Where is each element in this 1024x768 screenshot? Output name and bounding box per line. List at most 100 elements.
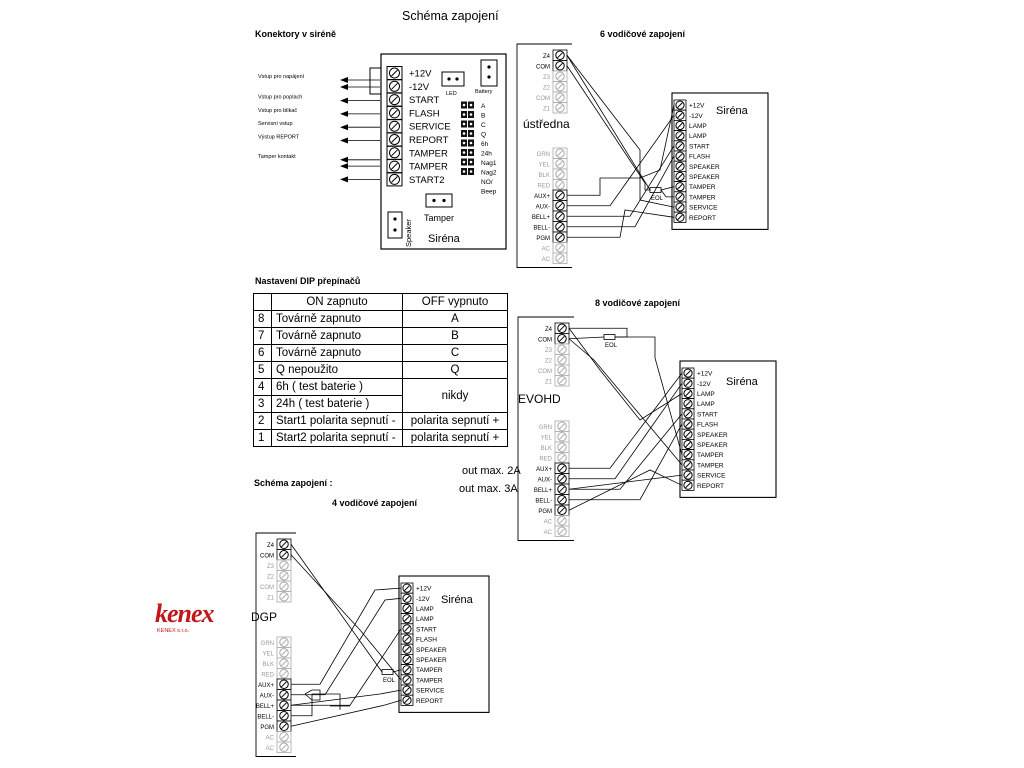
eight_wire-panel-label: AC	[544, 519, 553, 525]
screw-slot	[281, 551, 287, 558]
input-label: Vstup pro napájení	[258, 74, 305, 80]
screw-slot	[685, 431, 691, 438]
eight_wire-panel-label: BELL-	[535, 498, 552, 504]
screw-slot	[559, 356, 565, 363]
dip-code-label: A	[481, 103, 486, 110]
dip-row-off: A	[402, 310, 508, 328]
input-arrow	[340, 110, 348, 117]
four_wire-panel-label: AC	[266, 735, 275, 741]
screw-slot	[404, 646, 410, 653]
four_wire-eol-resistor	[381, 669, 394, 675]
screw-slot	[685, 400, 691, 407]
screw-slot	[685, 472, 691, 478]
screw-slot	[677, 183, 683, 190]
screw-slot	[404, 656, 410, 663]
eight-wire-aux-plus-wire	[569, 372, 683, 469]
screw-slot	[281, 660, 287, 667]
board-terminal-label: START2	[409, 175, 445, 186]
eight_wire-siren-terminal-label: +12V	[697, 371, 713, 378]
screw-slot	[677, 112, 683, 119]
six-wire-bell-plus-wire	[567, 145, 675, 217]
eight_wire-panel-label: BELL+	[534, 488, 553, 494]
eight-wire-aux-minus-wire	[569, 383, 683, 480]
six_wire-panel-label: AC	[542, 246, 551, 252]
eight_wire-siren-terminal-label: REPORT	[697, 483, 724, 490]
board-terminal-label: START	[409, 95, 439, 106]
six_wire-siren-terminal-label: LAMP	[689, 123, 707, 130]
screw-slot	[557, 223, 563, 230]
tamper-pin	[432, 198, 436, 203]
four_wire-siren-terminal-label: SERVICE	[416, 688, 445, 695]
led-connector	[441, 71, 465, 87]
six_wire-siren-terminal-label: TAMPER	[689, 184, 716, 191]
board-terminal-label: TAMPER	[409, 148, 448, 159]
dip-row-off: nikdy	[402, 378, 508, 413]
dip-code-label: Nag2	[481, 170, 497, 177]
tamper-connector	[425, 193, 453, 208]
siren-board-outline	[380, 53, 507, 250]
screw-slot	[404, 666, 410, 673]
input-arrow	[340, 163, 348, 170]
dip-code-label: Nag1	[481, 160, 497, 167]
screw-slot	[685, 441, 691, 448]
eight-wire-bell-minus-wire	[569, 423, 683, 501]
dip-row-on: Továrně zapnuto	[271, 327, 403, 345]
six-wire-tamper-wire	[660, 186, 675, 191]
screw-slot	[557, 83, 563, 90]
screw-slot	[404, 615, 410, 622]
screw-slot	[677, 153, 683, 159]
six_wire-panel-label: BLK	[539, 173, 550, 179]
screw-slot	[391, 136, 398, 143]
four_wire-siren-terminal-label: START	[416, 626, 437, 633]
screw-slot	[557, 52, 563, 59]
four_wire-siren-terminal-label: +12V	[416, 586, 432, 593]
dip-row-number: 2	[253, 412, 272, 430]
six-wire-heading: 6 vodičové zapojení	[600, 29, 686, 39]
screw-slot	[685, 482, 691, 489]
screw-slot	[391, 69, 398, 77]
screw-slot	[404, 677, 410, 683]
four_wire-panel-label: RED	[261, 672, 274, 678]
screw-slot	[557, 150, 563, 157]
screw-slot	[677, 163, 683, 170]
screw-slot	[391, 82, 398, 90]
dip-code-label: 24h	[481, 151, 492, 158]
input-arrow	[340, 176, 348, 183]
screw-slot	[677, 102, 683, 108]
input-arrow	[340, 84, 348, 90]
eight_wire-panel-label: COM	[538, 337, 552, 343]
four-wire-report-wire	[290, 699, 402, 727]
screw-slot	[559, 454, 565, 461]
screw-slot	[281, 562, 287, 569]
eight_wire-eol-resistor	[603, 334, 616, 340]
dip-header-off: OFF vypnuto	[402, 293, 508, 311]
board-terminal-label: +12V	[409, 69, 432, 80]
dip-row-number: 3	[253, 395, 272, 413]
input-arrow	[340, 137, 348, 144]
battery-pin	[487, 65, 491, 69]
eight-wire-lamp-wire	[568, 328, 683, 421]
input-arrow	[340, 97, 348, 104]
screw-slot	[685, 370, 691, 376]
dip-code-label: B	[481, 113, 485, 120]
dip-pin	[469, 113, 473, 116]
dip-pin	[469, 160, 473, 164]
six_wire-siren-terminal-label: LAMP	[689, 133, 707, 140]
dip-row-on: Továrně zapnuto	[271, 310, 403, 328]
screw-slot	[677, 204, 683, 210]
dip-header-row: ON zapnuto OFF vypnuto	[253, 293, 508, 311]
screw-slot	[281, 691, 287, 698]
dip-pin	[462, 103, 466, 107]
eight_wire-panel-label: Z3	[545, 348, 553, 354]
six_wire-siren-terminal-label: FLASH	[689, 154, 710, 161]
screw-slot	[281, 593, 287, 600]
input-arrow	[340, 156, 348, 163]
screw-slot	[281, 583, 287, 590]
four_wire-siren-terminal-label: TAMPER	[416, 677, 443, 684]
eight-wire-tamper-wire	[615, 336, 683, 455]
speaker-connector	[387, 211, 403, 239]
